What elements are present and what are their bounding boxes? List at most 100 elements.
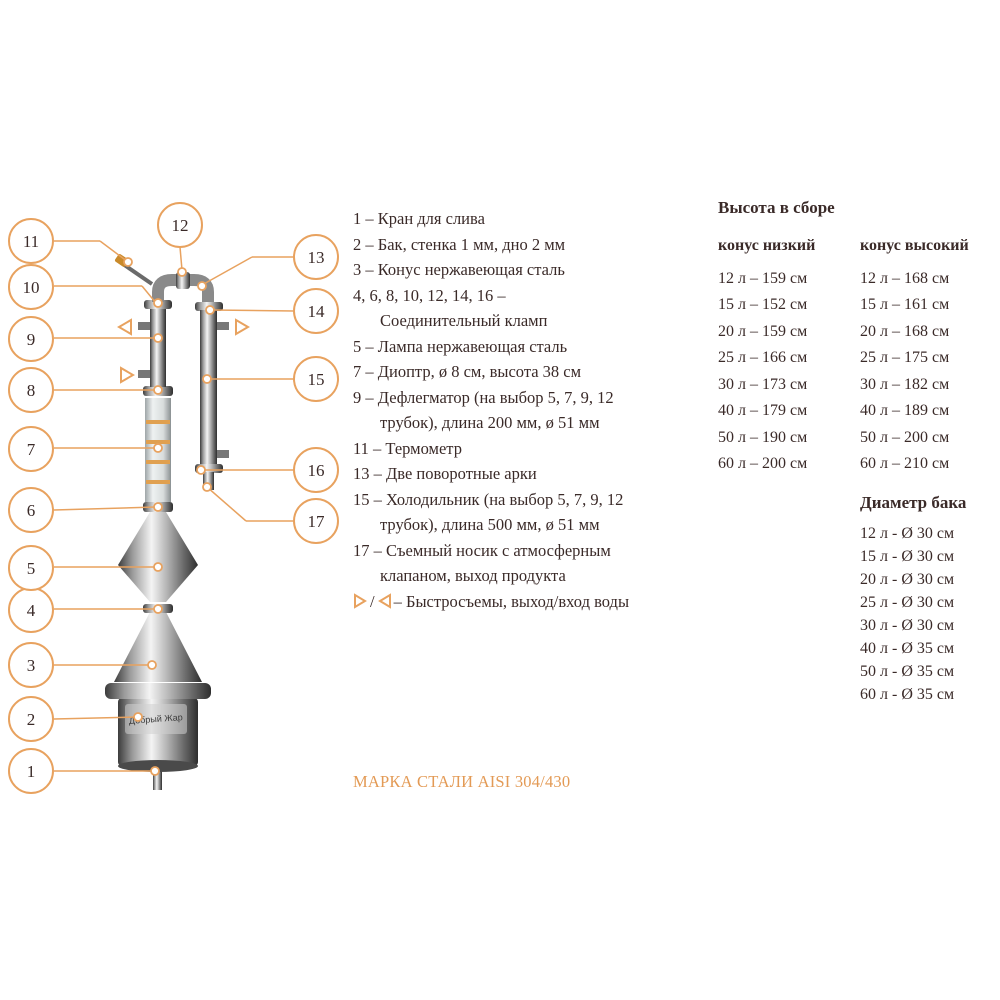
callout-anchors bbox=[123, 257, 215, 776]
quick-connect-legend: / – Быстросъемы, выход/вход воды bbox=[353, 589, 703, 615]
diameter-row: 50 л - Ø 35 см bbox=[860, 663, 955, 680]
diameter-title: Диаметр бака bbox=[860, 493, 967, 512]
callout-12: 12 bbox=[157, 202, 203, 248]
tank: Добрый Жар bbox=[105, 683, 211, 772]
water-outlet-icon bbox=[120, 366, 135, 384]
legend-item: 4, 6, 8, 10, 12, 14, 16 –Соединительный … bbox=[353, 285, 548, 331]
height-row: 20 л – 168 см bbox=[860, 322, 950, 340]
water-fitting[interactable] bbox=[217, 450, 229, 458]
callout-5: 5 bbox=[8, 545, 54, 591]
legend-item: 13 – Две поворотные арки bbox=[353, 464, 537, 483]
product-spout[interactable] bbox=[203, 472, 214, 490]
height-row: 40 л – 189 см bbox=[860, 402, 950, 419]
legend-item: 2 – Бак, стенка 1 мм, дно 2 мм bbox=[353, 234, 566, 254]
height-row: 30 л – 173 см bbox=[718, 375, 808, 393]
dephlegmator bbox=[150, 305, 166, 387]
svg-text:6: 6 bbox=[27, 501, 36, 520]
svg-text:17: 17 bbox=[308, 512, 326, 531]
svg-text:9: 9 bbox=[27, 330, 36, 349]
svg-text:4: 4 bbox=[27, 601, 36, 620]
water-outlet-icon bbox=[354, 593, 367, 610]
svg-text:15: 15 bbox=[308, 370, 325, 389]
svg-text:8: 8 bbox=[27, 381, 36, 400]
column-header: конус низкий bbox=[718, 237, 816, 254]
callouts: 1 2 3 4 5 6 7 8 9 10 11 12 13 14 15 16 1… bbox=[8, 202, 339, 794]
height-row: 12 л – 159 см bbox=[718, 269, 808, 287]
apparatus: Добрый Жар bbox=[105, 254, 229, 790]
heights-title: Высота в сборе bbox=[718, 198, 835, 217]
height-row: 60 л – 200 см bbox=[718, 455, 808, 472]
callout-14: 14 bbox=[293, 288, 339, 334]
water-fitting[interactable] bbox=[217, 322, 229, 330]
diameter-row: 15 л - Ø 30 см bbox=[860, 548, 955, 565]
callout-13: 13 bbox=[293, 234, 339, 280]
callout-leaders bbox=[53, 240, 295, 772]
height-row: 30 л – 182 см bbox=[860, 375, 950, 393]
svg-text:11: 11 bbox=[23, 232, 39, 251]
svg-text:14: 14 bbox=[308, 302, 326, 321]
water-fitting[interactable] bbox=[138, 322, 150, 330]
svg-text:16: 16 bbox=[308, 461, 325, 480]
svg-text:12: 12 bbox=[172, 216, 189, 235]
diameter-row: 60 л - Ø 35 см bbox=[860, 686, 955, 703]
diameter-row: 30 л - Ø 30 см bbox=[860, 617, 955, 634]
heights-high-column: конус высокий 12 л – 168 см 15 л – 161 с… bbox=[860, 233, 969, 478]
legend-item: 1 – Кран для слива bbox=[353, 209, 485, 228]
callout-17: 17 bbox=[293, 498, 339, 544]
column-header: конус высокий bbox=[860, 237, 969, 254]
height-row: 20 л – 159 см bbox=[718, 322, 808, 340]
callout-4: 4 bbox=[8, 587, 54, 633]
legend-item: 3 – Конус нержавеющая сталь bbox=[353, 260, 565, 279]
swivel-arch bbox=[152, 274, 178, 302]
cone bbox=[114, 612, 202, 682]
callout-7: 7 bbox=[8, 426, 54, 472]
callout-3: 3 bbox=[8, 642, 54, 688]
svg-text:1: 1 bbox=[27, 762, 36, 781]
legend-item: 5 – Лампа нержавеющая сталь bbox=[353, 336, 568, 356]
height-row: 15 л – 161 см bbox=[860, 296, 950, 313]
callout-1: 1 bbox=[8, 748, 54, 794]
height-row: 50 л – 190 см bbox=[718, 428, 808, 446]
separator: / bbox=[370, 591, 375, 611]
water-inlet-icon bbox=[117, 318, 132, 336]
height-row: 25 л – 175 см bbox=[860, 349, 950, 366]
parts-legend: 1 – Кран для слива 2 – Бак, стенка 1 мм,… bbox=[353, 206, 703, 614]
height-row: 25 л – 166 см bbox=[718, 349, 808, 366]
svg-text:10: 10 bbox=[23, 278, 40, 297]
heights-low-column: конус низкий 12 л – 159 см 15 л – 152 см… bbox=[718, 233, 815, 478]
svg-text:2: 2 bbox=[27, 710, 36, 729]
callout-2: 2 bbox=[8, 696, 54, 742]
steel-grade: МАРКА СТАЛИ AISI 304/430 bbox=[353, 772, 571, 791]
height-row: 15 л – 152 см bbox=[718, 296, 808, 313]
callout-10: 10 bbox=[8, 264, 54, 310]
water-inlet-icon bbox=[377, 593, 391, 610]
callout-8: 8 bbox=[8, 367, 54, 413]
height-row: 40 л – 179 см bbox=[718, 402, 808, 419]
diameter-row: 20 л - Ø 30 см bbox=[860, 571, 955, 588]
diameter-row: 25 л - Ø 30 см bbox=[860, 594, 955, 611]
svg-text:3: 3 bbox=[27, 656, 36, 675]
lamp bbox=[118, 512, 198, 602]
legend-item: 7 – Диоптр, ø 8 см, высота 38 см bbox=[353, 362, 582, 381]
condenser bbox=[200, 310, 217, 468]
water-fitting[interactable] bbox=[138, 370, 150, 378]
clamp bbox=[176, 272, 190, 289]
callout-9: 9 bbox=[8, 316, 54, 362]
height-row: 60 л – 210 см bbox=[860, 455, 950, 472]
svg-text:7: 7 bbox=[27, 440, 36, 459]
diameter-list: 12 л - Ø 30 см 15 л - Ø 30 см 20 л - Ø 3… bbox=[860, 522, 954, 706]
callout-11: 11 bbox=[8, 218, 54, 264]
callout-16: 16 bbox=[293, 447, 339, 493]
svg-text:5: 5 bbox=[27, 559, 36, 578]
legend-item: 11 – Термометр bbox=[353, 438, 462, 458]
height-row: 50 л – 200 см bbox=[860, 428, 950, 446]
quick-connect-text: – Быстросъемы, выход/вход воды bbox=[393, 591, 630, 611]
height-row: 12 л – 168 см bbox=[860, 269, 950, 287]
diameter-row: 40 л - Ø 35 см bbox=[860, 640, 955, 657]
water-outlet-icon bbox=[235, 318, 250, 336]
svg-text:13: 13 bbox=[308, 248, 325, 267]
